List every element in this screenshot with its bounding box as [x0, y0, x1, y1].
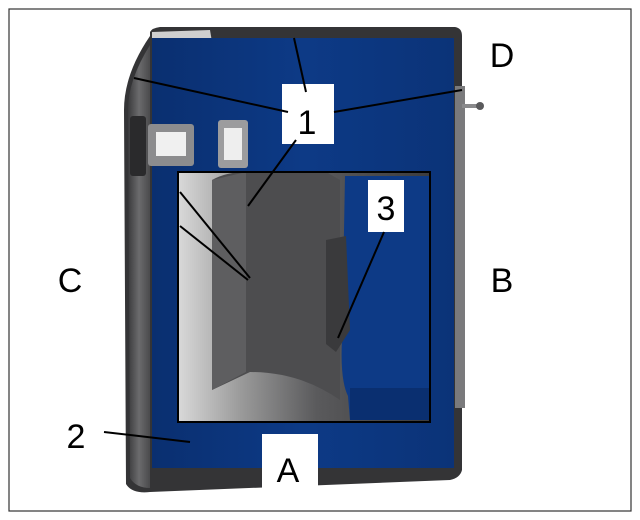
leader-1-left: [133, 77, 289, 113]
callout-label-1: 1: [298, 104, 317, 142]
side-label-b: B: [491, 262, 514, 300]
callout-label-3: 3: [377, 190, 396, 228]
inset-latch-hook: [326, 236, 350, 352]
side-pin-head: [476, 102, 484, 110]
side-plate-a: [262, 434, 318, 492]
leader-1-inset: [247, 139, 297, 207]
leader-lines: [103, 37, 463, 443]
leader-1-right: [333, 89, 463, 113]
leader-1-inset-b: [179, 225, 249, 281]
callout-plate-1: [282, 84, 334, 144]
leader-1-top: [293, 37, 307, 93]
side-rail: [455, 86, 465, 408]
leader-1-inset-a: [179, 191, 251, 279]
frame-left-edge: [128, 45, 150, 488]
inset-border: [177, 171, 431, 423]
connector-port-left-inner: [156, 132, 186, 156]
connector-port-right-inner: [224, 128, 242, 160]
figure-border: [8, 8, 632, 512]
side-label-d: D: [490, 37, 515, 75]
callout-label-2: 2: [67, 418, 86, 456]
inset-latch-face: [212, 172, 246, 390]
side-label-a: A: [277, 452, 300, 490]
inset-blue-base: [350, 388, 430, 420]
leader-2: [103, 431, 191, 443]
side-label-c: C: [58, 262, 83, 300]
inset-blue-body: [341, 176, 430, 420]
clip-tab: [130, 116, 146, 176]
side-pin: [462, 104, 478, 108]
callout-plate-3: [368, 180, 404, 232]
leader-3: [337, 231, 385, 339]
